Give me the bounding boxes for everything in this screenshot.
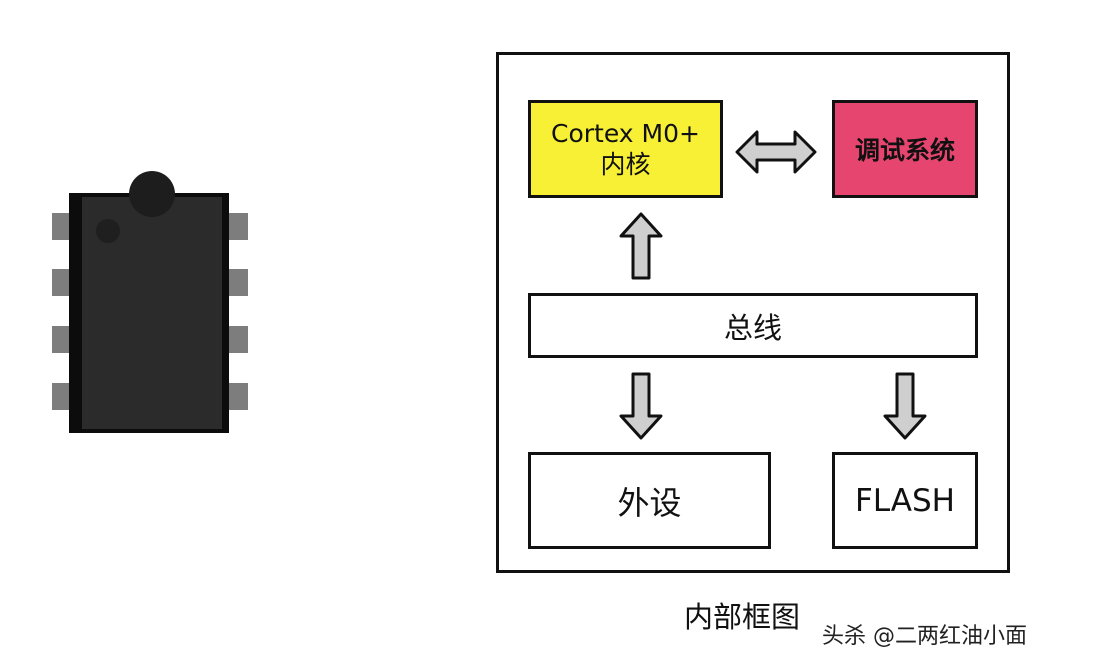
down-arrow-icon <box>883 372 927 440</box>
bidirectional-arrow-icon <box>735 130 817 174</box>
down-arrow-icon <box>619 372 663 440</box>
flash-block: FLASH <box>832 452 978 549</box>
cortex-core-block: Cortex M0+ 内核 <box>528 100 723 198</box>
watermark: 头杀 @二两红油小面 <box>822 624 1027 649</box>
debug-system-block: 调试系统 <box>832 100 978 198</box>
chip-body <box>69 171 229 433</box>
chip-pin1-dot <box>96 219 120 243</box>
chip-illustration <box>52 171 248 433</box>
peripheral-block: 外设 <box>528 452 771 549</box>
core-label-line1: Cortex M0+ <box>551 119 700 148</box>
up-arrow-icon <box>619 212 663 280</box>
diagram-caption: 内部框图 <box>684 600 801 634</box>
debug-label: 调试系统 <box>854 136 955 165</box>
peripheral-label: 外设 <box>617 483 682 522</box>
core-label-line2: 内核 <box>600 150 651 179</box>
flash-label: FLASH <box>854 482 955 519</box>
bus-label: 总线 <box>723 310 782 345</box>
block-diagram-frame <box>496 52 1010 573</box>
bus-block: 总线 <box>528 293 978 358</box>
chip-notch <box>129 171 175 217</box>
